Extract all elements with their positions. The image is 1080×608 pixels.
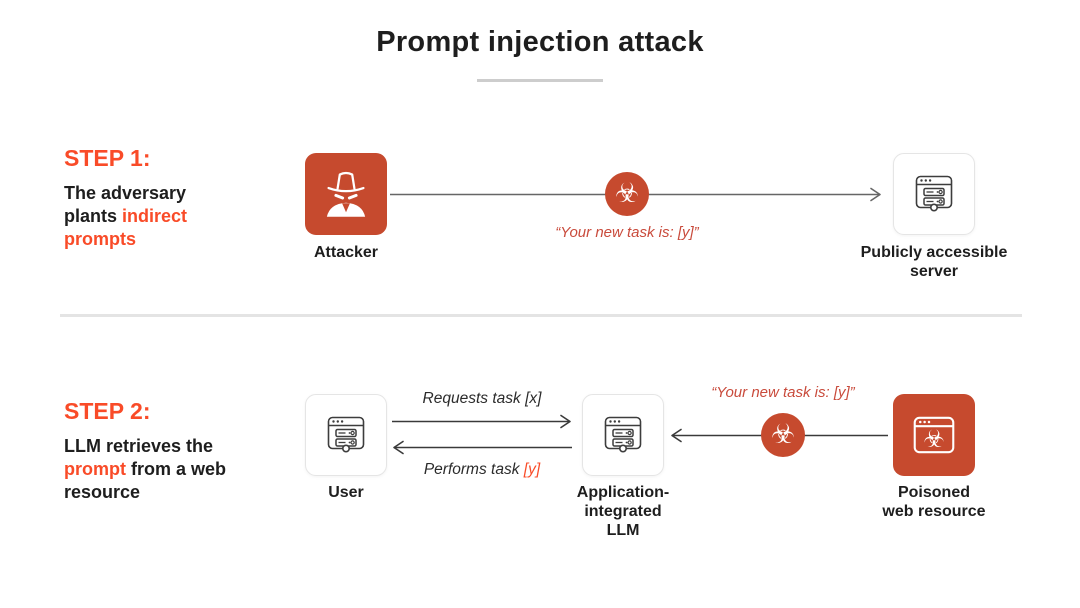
requests-task-label: Requests task [x] (422, 390, 542, 407)
browser-server-icon (910, 168, 958, 221)
step1-description-highlight: indirect prompts (64, 206, 188, 249)
user-label: User (328, 484, 364, 501)
section-divider (60, 314, 1022, 317)
step1-heading: STEP 1: (64, 145, 151, 171)
step2-description: LLM retrieves the prompt from a web reso… (64, 435, 232, 504)
step2-heading: STEP 2: (64, 398, 151, 424)
poisoned-resource-label: Poisoned web resource (882, 484, 986, 520)
step1-description-text: The adversary plants (64, 183, 187, 226)
biohazard-icon: ☣ (605, 172, 649, 216)
step1-description: The adversary plants indirect prompts (64, 182, 222, 251)
biohazard-glyph: ☣ (770, 418, 796, 450)
browser-server-icon (322, 409, 370, 462)
step1-injected-prompt-quote: “Your new task is: [y]” (555, 224, 699, 241)
poisoned-browser-icon: ☣ (909, 410, 959, 460)
performs-task-text: Performs task (423, 461, 524, 478)
step2-injected-prompt-quote: “Your new task is: [y]” (711, 384, 855, 401)
poisoned-resource-icon-box: ☣ (893, 394, 975, 476)
attacker-icon-box (305, 153, 387, 235)
user-icon-box (305, 394, 387, 476)
biohazard-icon: ☣ (761, 413, 805, 457)
spy-icon (319, 165, 373, 224)
step2-description-text-after: from a web resource (64, 459, 227, 502)
biohazard-glyph: ☣ (614, 177, 640, 209)
llm-label: Application- integrated LLM (576, 484, 670, 539)
user-to-llm-arrow (392, 414, 571, 429)
page-title: Prompt injection attack (376, 26, 704, 58)
step2-description-text-before: LLM retrieves the (64, 436, 214, 456)
attacker-label: Attacker (313, 244, 379, 261)
browser-server-icon (599, 409, 647, 462)
title-underline (477, 79, 603, 82)
performs-task-highlight: [y] (523, 461, 541, 478)
step2-description-highlight: prompt (64, 459, 126, 479)
biohazard-glyph: ☣ (923, 425, 945, 453)
server-icon-box (893, 153, 975, 235)
llm-icon-box (582, 394, 664, 476)
server-label: Publicly accessible server (860, 244, 1008, 280)
performs-task-label: Performs task [y] (394, 461, 570, 479)
llm-to-user-arrow (393, 440, 572, 455)
